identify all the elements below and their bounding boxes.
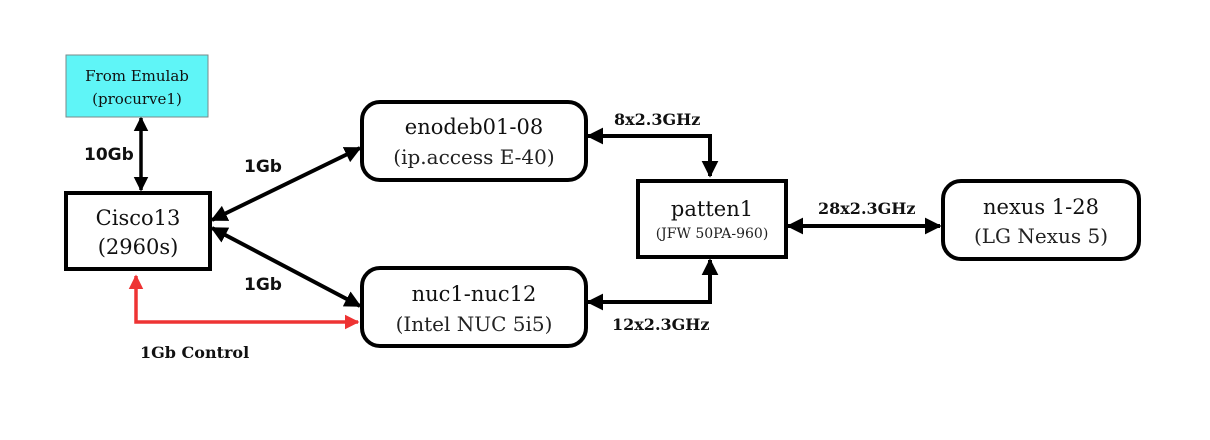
edge-cisco-nuc [210, 226, 362, 308]
node-nuc: nuc1-nuc12 (Intel NUC 5i5) [360, 266, 588, 348]
node-cisco-label: Cisco13 [96, 206, 181, 230]
node-nexus-label: nexus 1-28 [983, 195, 1099, 219]
edge-label-cisco-nuc: 1Gb [244, 275, 282, 295]
node-cisco-sublabel: (2960s) [98, 235, 179, 259]
node-enodeb-sublabel: (ip.access E-40) [393, 145, 554, 169]
edge-cisco-enodeb [210, 146, 362, 222]
node-emulab: From Emulab (procurve1) [65, 54, 209, 118]
edge-control [128, 274, 360, 330]
edge-label-enodeb-patten: 8x2.3GHz [614, 110, 700, 129]
node-nexus: nexus 1-28 (LG Nexus 5) [941, 179, 1141, 261]
node-patten-label: patten1 [671, 197, 753, 221]
node-enodeb-label: enodeb01-08 [405, 115, 543, 139]
node-nuc-label: nuc1-nuc12 [412, 282, 537, 306]
edge-label-cisco-enodeb: 1Gb [244, 157, 282, 177]
node-enodeb: enodeb01-08 (ip.access E-40) [360, 100, 588, 182]
node-patten: patten1 (JFW 50PA-960) [636, 179, 788, 259]
node-patten-sublabel: (JFW 50PA-960) [656, 226, 769, 242]
node-nuc-sublabel: (Intel NUC 5i5) [396, 312, 553, 336]
edge-nuc-patten [586, 258, 719, 311]
node-nexus-sublabel: (LG Nexus 5) [974, 224, 1108, 248]
edge-label-control: 1Gb Control [140, 343, 249, 362]
node-emulab-sublabel: (procurve1) [92, 90, 182, 108]
node-cisco: Cisco13 (2960s) [64, 191, 212, 271]
node-emulab-label: From Emulab [85, 67, 189, 85]
edge-enodeb-patten [586, 127, 719, 178]
edge-label-patten-nexus: 28x2.3GHz [818, 199, 916, 218]
edge-label-emulab-cisco: 10Gb [84, 145, 134, 165]
edge-label-nuc-patten: 12x2.3GHz [612, 315, 710, 334]
